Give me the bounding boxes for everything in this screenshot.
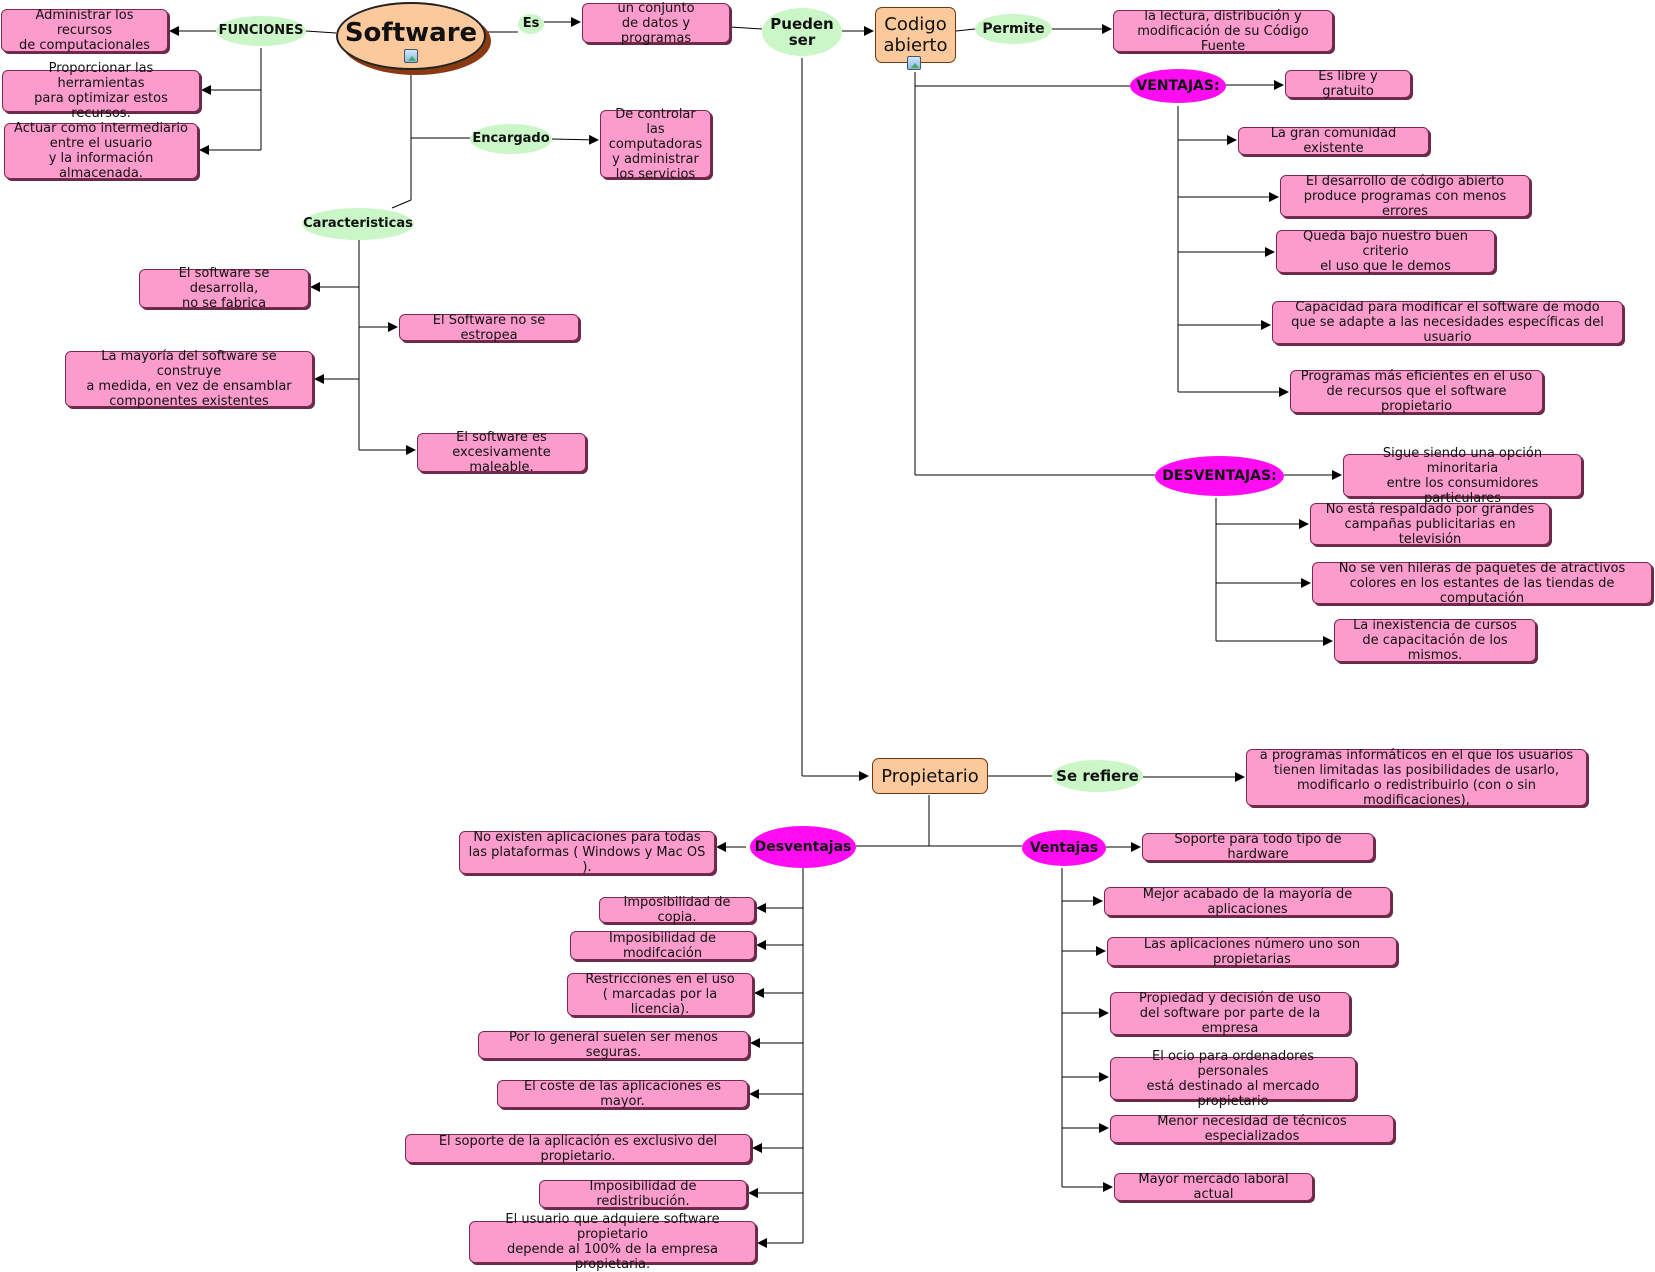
ventaja-ca-item[interactable]: Capacidad para modificar el software de … <box>1272 300 1623 345</box>
ventaja-ca-item[interactable]: Programas más eficientes en el uso de re… <box>1290 369 1543 414</box>
ventaja-ca-item[interactable]: La gran comunidad existente <box>1238 126 1429 156</box>
link-permite[interactable]: Permite <box>975 14 1052 44</box>
desventaja-p-item[interactable]: Imposibilidad de modifcación <box>570 931 755 961</box>
encargado-node[interactable]: De controlar las computadoras y administ… <box>600 107 711 182</box>
ventaja-p-item[interactable]: Mejor acabado de la mayoría de aplicacio… <box>1104 887 1391 917</box>
node-codigo-abierto[interactable]: Codigo abierto <box>875 7 956 63</box>
link-caracteristicas[interactable]: Caracteristicas <box>302 208 414 240</box>
ventaja-p-item[interactable]: Las aplicaciones número uno son propieta… <box>1107 937 1397 967</box>
ventaja-p-item[interactable]: El ocio para ordenadores personales está… <box>1110 1049 1356 1109</box>
link-encargado[interactable]: Encargado <box>470 124 552 154</box>
funcion-item[interactable]: Administrar los recursos de computaciona… <box>1 8 168 53</box>
desventaja-ca-item[interactable]: La inexistencia de cursos de capacitació… <box>1334 618 1536 663</box>
definicion-node[interactable]: un conjunto de datos y programas <box>582 1 730 46</box>
funcion-item[interactable]: Actuar como intermediario entre el usuar… <box>4 121 198 181</box>
desventaja-ca-item[interactable]: No se ven hileras de paquetes de atracti… <box>1312 561 1652 606</box>
desventaja-p-item[interactable]: Imposibilidad de redistribución. <box>539 1179 747 1209</box>
image-icon[interactable] <box>404 49 418 63</box>
node-propietario[interactable]: Propietario <box>872 758 988 794</box>
desventaja-p-item[interactable]: Imposibilidad de copia. <box>599 895 755 925</box>
tag-desventajas-propietario[interactable]: Desventajas <box>750 826 856 868</box>
caracteristica-item[interactable]: El software es excesivamente maleable. <box>417 430 586 475</box>
tag-ventajas-propietario[interactable]: Ventajas <box>1022 830 1106 866</box>
ventaja-ca-item[interactable]: El desarrollo de código abierto produce … <box>1280 174 1530 219</box>
permite-node[interactable]: la lectura, distribución y modificación … <box>1113 9 1333 54</box>
link-se-refiere[interactable]: Se refiere <box>1052 760 1143 792</box>
desventaja-p-item[interactable]: El usuario que adquiere software propiet… <box>469 1212 756 1272</box>
funcion-item[interactable]: Proporcionar las herramientas para optim… <box>2 61 200 121</box>
desventaja-p-item[interactable]: Restricciones en el uso ( marcadas por l… <box>567 972 753 1017</box>
ventaja-p-item[interactable]: Soporte para todo tipo de hardware <box>1142 832 1374 862</box>
desventaja-p-item[interactable]: El soporte de la aplicación es exclusivo… <box>405 1134 751 1164</box>
caracteristica-item[interactable]: El Software no se estropea <box>399 313 579 343</box>
desventaja-ca-item[interactable]: Sigue siendo una opción minoritaria entr… <box>1343 446 1582 506</box>
desventaja-ca-item[interactable]: No está respaldado por grandes campañas … <box>1310 502 1550 547</box>
link-funciones[interactable]: FUNCIONES <box>216 16 306 46</box>
ventaja-p-item[interactable]: Menor necesidad de técnicos especializad… <box>1110 1114 1394 1144</box>
se-refiere-node[interactable]: a programas informáticos en el que los u… <box>1246 748 1587 808</box>
desventaja-p-item[interactable]: Por lo general suelen ser menos seguras. <box>478 1030 749 1060</box>
link-es[interactable]: Es <box>518 14 544 34</box>
caracteristica-item[interactable]: La mayoría del software se construye a m… <box>65 349 313 409</box>
ventaja-p-item[interactable]: Propiedad y decisión de uso del software… <box>1110 991 1350 1036</box>
ventaja-ca-item[interactable]: Queda bajo nuestro buen criterio el uso … <box>1276 229 1495 274</box>
tag-ventajas-codigo-abierto[interactable]: VENTAJAS: <box>1130 69 1226 103</box>
root-label: Software <box>344 18 478 48</box>
desventaja-p-item[interactable]: No existen aplicaciones para todas las p… <box>459 830 715 875</box>
caracteristica-item[interactable]: El software se desarrolla, no se fabrica <box>139 266 309 311</box>
ventaja-p-item[interactable]: Mayor mercado laboral actual <box>1114 1172 1313 1202</box>
link-pueden-ser[interactable]: Pueden ser <box>762 8 842 56</box>
ventaja-ca-item[interactable]: Es libre y gratuito <box>1285 69 1411 99</box>
tag-desventajas-codigo-abierto[interactable]: DESVENTAJAS: <box>1155 456 1284 496</box>
desventaja-p-item[interactable]: El coste de las aplicaciones es mayor. <box>497 1079 748 1109</box>
image-icon[interactable] <box>907 56 921 70</box>
